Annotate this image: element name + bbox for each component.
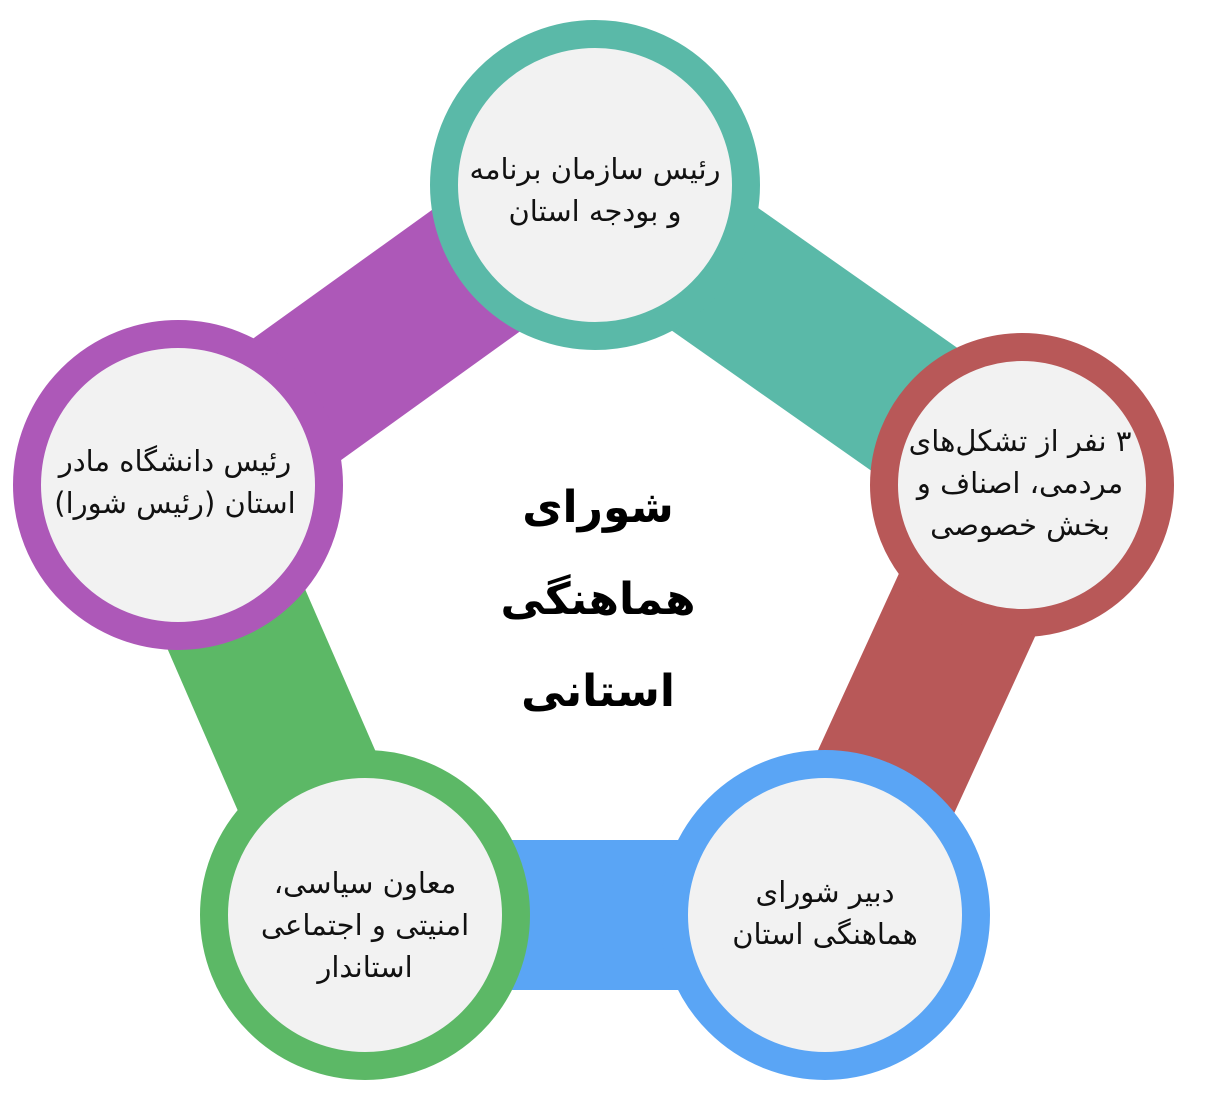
node-circle-secretary	[660, 750, 990, 1080]
node-label-budget: رئیس سازمان برنامه و بودجه استان	[469, 152, 721, 228]
node-label-university: رئیس دانشگاه مادر استان (رئیس شورا)	[54, 444, 296, 520]
node-circle-university	[13, 320, 343, 650]
center-title: شورای هماهنگی استانی	[468, 462, 728, 738]
center-title-line: شورای	[522, 482, 674, 533]
node-label-civil: ۳ نفر از تشکل‌های مردمی، اصناف و بخش خصو…	[908, 424, 1132, 542]
node-label-deputy: معاون سیاسی، امنیتی و اجتماعی استاندار	[260, 866, 470, 984]
node-circle-deputy	[200, 750, 530, 1080]
center-title-line: استانی	[521, 666, 675, 717]
node-circle-civil	[870, 333, 1174, 637]
center-title-line: هماهنگی	[500, 574, 696, 625]
node-label-secretary: دبیر شورای هماهنگی استان	[732, 875, 918, 951]
node-circle-budget	[430, 20, 760, 350]
